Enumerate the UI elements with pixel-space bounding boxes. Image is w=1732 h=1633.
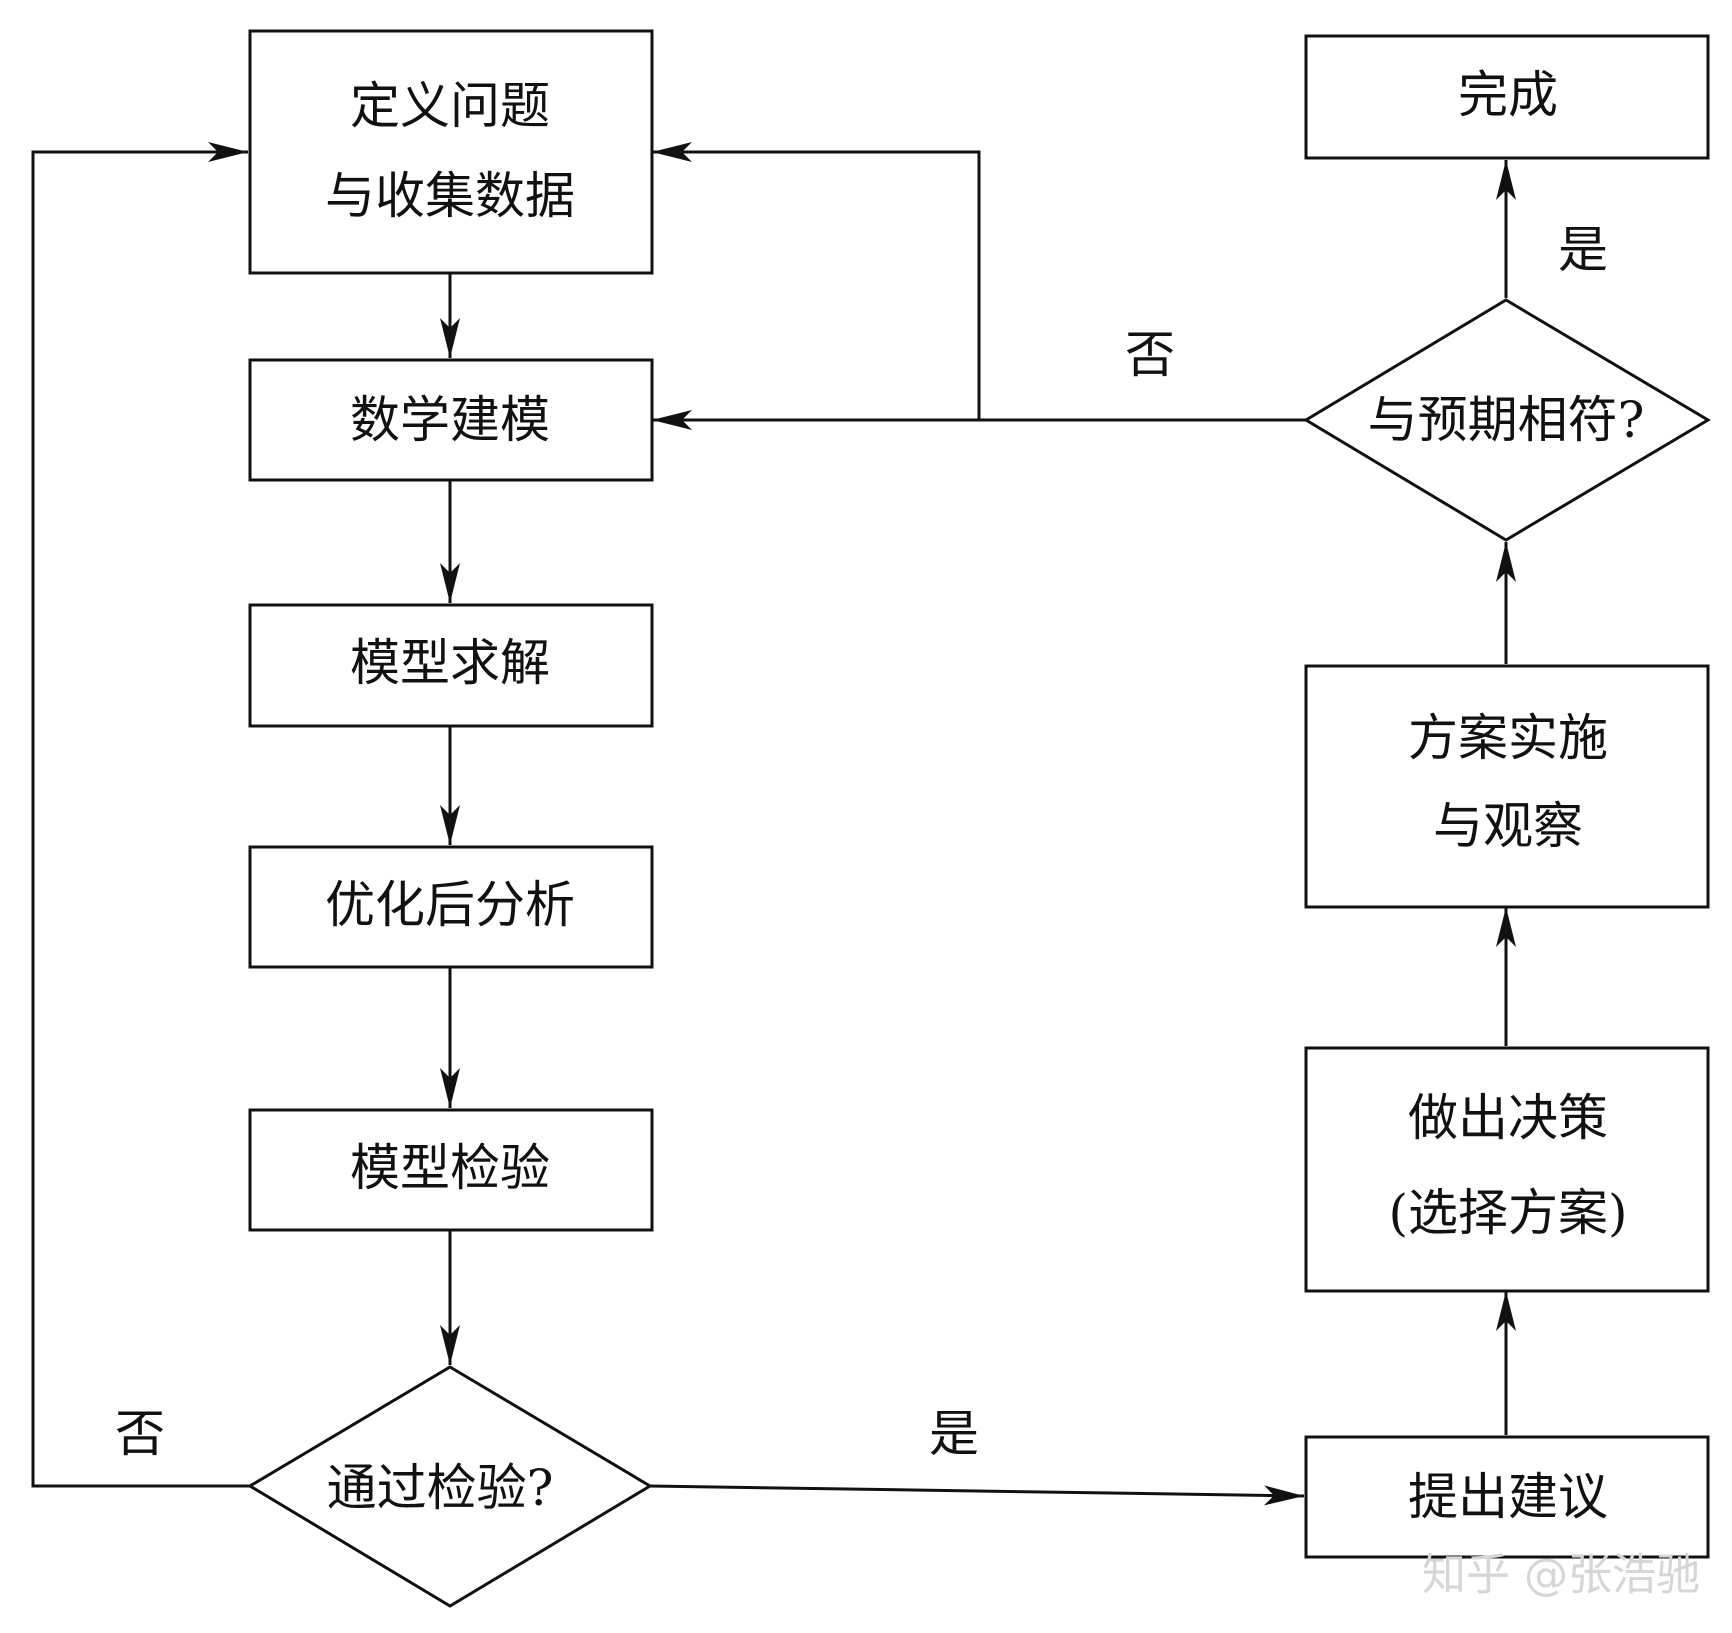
node-implement-and-observe-line-2: 与观察 xyxy=(1433,797,1583,855)
node-model-verification: 模型检验 xyxy=(248,1108,654,1232)
edge-expect-no-to-define xyxy=(652,142,981,420)
edge-label-pass-yes: 是 xyxy=(929,1405,979,1463)
node-implement-and-observe: 方案实施 与观察 xyxy=(1304,664,1710,909)
node-make-decision: 做出决策 (选择方案) xyxy=(1304,1046,1710,1293)
edge-label-expect-yes: 是 xyxy=(1558,221,1608,279)
node-post-optimization-analysis-label: 优化后分析 xyxy=(325,876,575,934)
node-model-solving-label: 模型求解 xyxy=(350,634,550,692)
node-done: 完成 xyxy=(1304,34,1710,160)
decision-meets-expectation-label: 与预期相符? xyxy=(1368,391,1645,449)
node-math-modeling: 数学建模 xyxy=(248,358,654,482)
node-done-label: 完成 xyxy=(1458,66,1558,124)
edge-pass-no-to-define xyxy=(31,142,250,1488)
node-model-verification-label: 模型检验 xyxy=(350,1139,550,1197)
node-propose-suggestions: 提出建议 xyxy=(1304,1435,1710,1559)
edge-labels: 否 是 否 是 xyxy=(115,221,1608,1463)
decision-pass-verification-label: 通过检验? xyxy=(327,1459,554,1517)
node-define-problem: 定义问题 与收集数据 xyxy=(248,29,654,275)
decision-meets-expectation: 与预期相符? xyxy=(1303,298,1711,542)
edge-label-pass-no: 否 xyxy=(115,1405,165,1463)
node-make-decision-line-1: 做出决策 xyxy=(1408,1089,1608,1147)
node-define-problem-line-2: 与收集数据 xyxy=(325,167,575,225)
node-propose-suggestions-label: 提出建议 xyxy=(1408,1468,1608,1526)
node-model-solving: 模型求解 xyxy=(248,603,654,728)
node-post-optimization-analysis: 优化后分析 xyxy=(248,845,654,969)
connectors xyxy=(31,142,1516,1506)
decision-pass-verification: 通过检验? xyxy=(247,1365,653,1608)
edge-label-expect-no: 否 xyxy=(1125,326,1175,384)
node-math-modeling-label: 数学建模 xyxy=(350,391,550,449)
node-define-problem-line-1: 定义问题 xyxy=(350,77,550,135)
node-implement-and-observe-line-1: 方案实施 xyxy=(1408,709,1608,767)
edge-pass-yes-to-suggest xyxy=(649,1484,1305,1506)
watermark: 知乎 @张浩驰 xyxy=(1422,1550,1700,1601)
node-make-decision-line-2: (选择方案) xyxy=(1388,1184,1627,1242)
